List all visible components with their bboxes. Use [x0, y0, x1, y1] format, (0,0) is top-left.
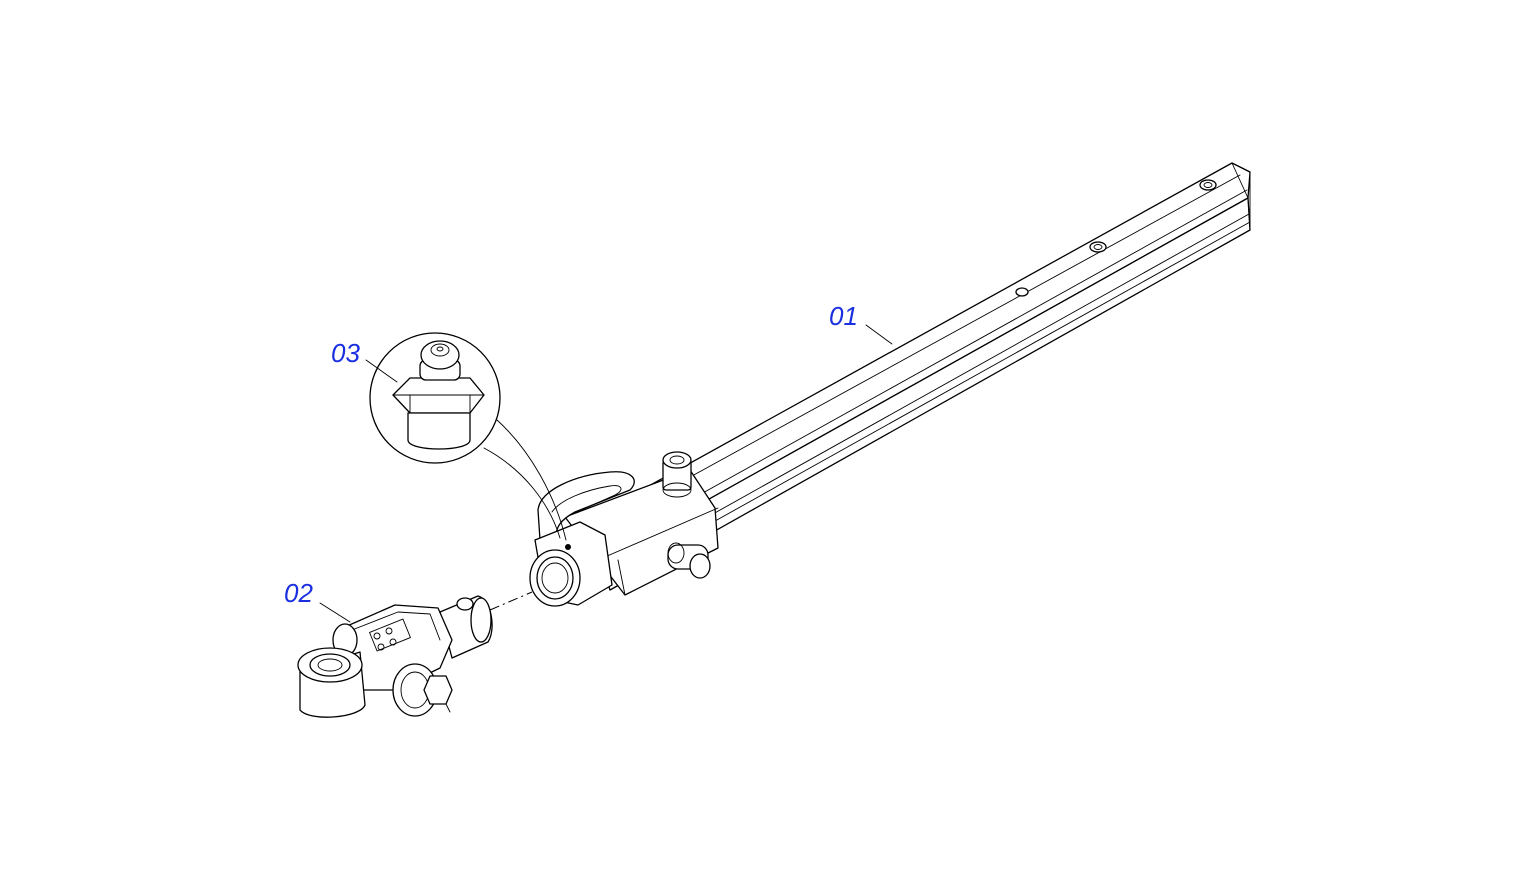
- part-03-grease-nipple-detail: [369, 332, 567, 541]
- callout-label-02: 02: [284, 578, 313, 608]
- callout-label-01: 01: [829, 301, 858, 331]
- part-01-arm-bar: [529, 162, 1251, 607]
- part-02-swivel-yoke: [297, 591, 533, 718]
- callout-label-03: 03: [331, 338, 360, 368]
- leader-line-03: [365, 359, 398, 383]
- leader-line-01: [865, 324, 893, 345]
- leader-line-02: [319, 602, 351, 623]
